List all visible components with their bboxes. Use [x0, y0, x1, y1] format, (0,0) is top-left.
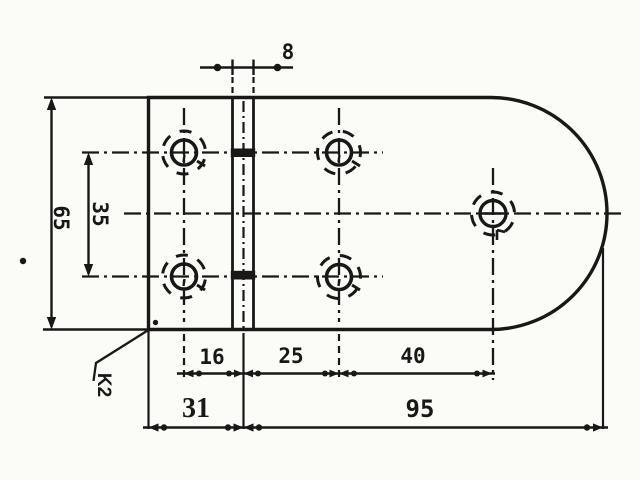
corner-note: K2	[92, 319, 159, 397]
hole-circle	[169, 262, 199, 291]
arrowhead-up	[46, 97, 57, 110]
arrowhead-up	[83, 152, 94, 165]
arrow-dot	[322, 370, 328, 377]
arrowhead-left	[243, 423, 254, 432]
arrow-dot	[196, 370, 202, 377]
hole-countersink-dashed-circle	[161, 129, 207, 176]
arrow-dot	[273, 63, 282, 72]
scan-speck	[19, 257, 27, 265]
arrowhead-left	[339, 369, 349, 378]
arrow-dot	[213, 63, 222, 72]
hole-right	[470, 190, 516, 240]
hole-slash-tick	[351, 283, 361, 292]
hole-bottom-left	[161, 253, 207, 300]
hole-inner-tick	[182, 278, 186, 287]
arrowhead-right	[482, 369, 492, 378]
hole-top-left	[161, 129, 207, 176]
hole-corner-tick	[495, 228, 506, 240]
hole-circle	[169, 138, 199, 167]
arrow-dot	[224, 424, 232, 431]
arrow-dot	[226, 370, 232, 377]
hole-inner-tick	[337, 278, 341, 287]
dimension-text-hole-row-spacing: 35	[88, 201, 112, 226]
hole-slash-tick	[196, 283, 206, 292]
plate-outline	[146, 95, 609, 332]
dimension-row-upper: 16 25 40	[177, 333, 495, 429]
arrow-dot	[474, 370, 480, 377]
dimension-text-pin-to-second-hole: 25	[278, 344, 303, 368]
dimension-text-hole-to-pin: 16	[199, 345, 224, 369]
arrow-dot	[351, 370, 357, 377]
hole-inner-tick	[182, 154, 186, 163]
dimension-hole-row-spacing: 35	[83, 152, 112, 277]
hole-inner-tick	[337, 154, 341, 163]
hole-countersink-dashed-circle	[470, 190, 516, 237]
centerlines	[82, 108, 623, 380]
corner-note-text: K2	[93, 373, 114, 397]
hole-bottom-middle	[316, 254, 362, 300]
dimension-row-lower: 31 95	[143, 248, 608, 432]
dimension-text-leaf-width: 31	[182, 393, 210, 424]
pin-knuckle-band-bottom	[230, 270, 256, 280]
hole-slash-tick	[196, 159, 206, 168]
arrowhead-right	[233, 423, 244, 432]
hole-slash-tick	[351, 159, 361, 168]
arrowhead-right	[234, 369, 244, 378]
dimension-overall-height: 65	[43, 96, 148, 331]
arrowhead-left	[148, 423, 159, 432]
arrow-dot	[583, 424, 591, 431]
arrow-dot	[255, 424, 263, 431]
arrow-dot	[160, 424, 168, 431]
dimension-text-overall-height: 65	[49, 205, 73, 230]
arrowhead-down	[83, 264, 94, 277]
arrowhead-right	[329, 369, 339, 378]
arrow-dot	[255, 370, 261, 377]
arrowhead-down	[46, 317, 57, 330]
leader-line	[92, 328, 151, 382]
arrowhead-right	[593, 423, 603, 432]
dimension-text-second-to-end-hole: 40	[400, 344, 425, 368]
holes	[161, 129, 516, 300]
hole-circle	[324, 262, 354, 292]
corner-mark-dot	[152, 319, 159, 326]
hole-circle	[324, 138, 354, 167]
dimension-pin-width: 8	[200, 40, 294, 94]
hole-countersink-dashed-circle	[161, 253, 207, 300]
dimension-text-pin-width: 8	[282, 40, 295, 64]
dimension-text-pin-to-tip: 95	[406, 395, 435, 423]
arrowhead-left	[243, 369, 253, 378]
arrowhead-left	[184, 369, 194, 378]
